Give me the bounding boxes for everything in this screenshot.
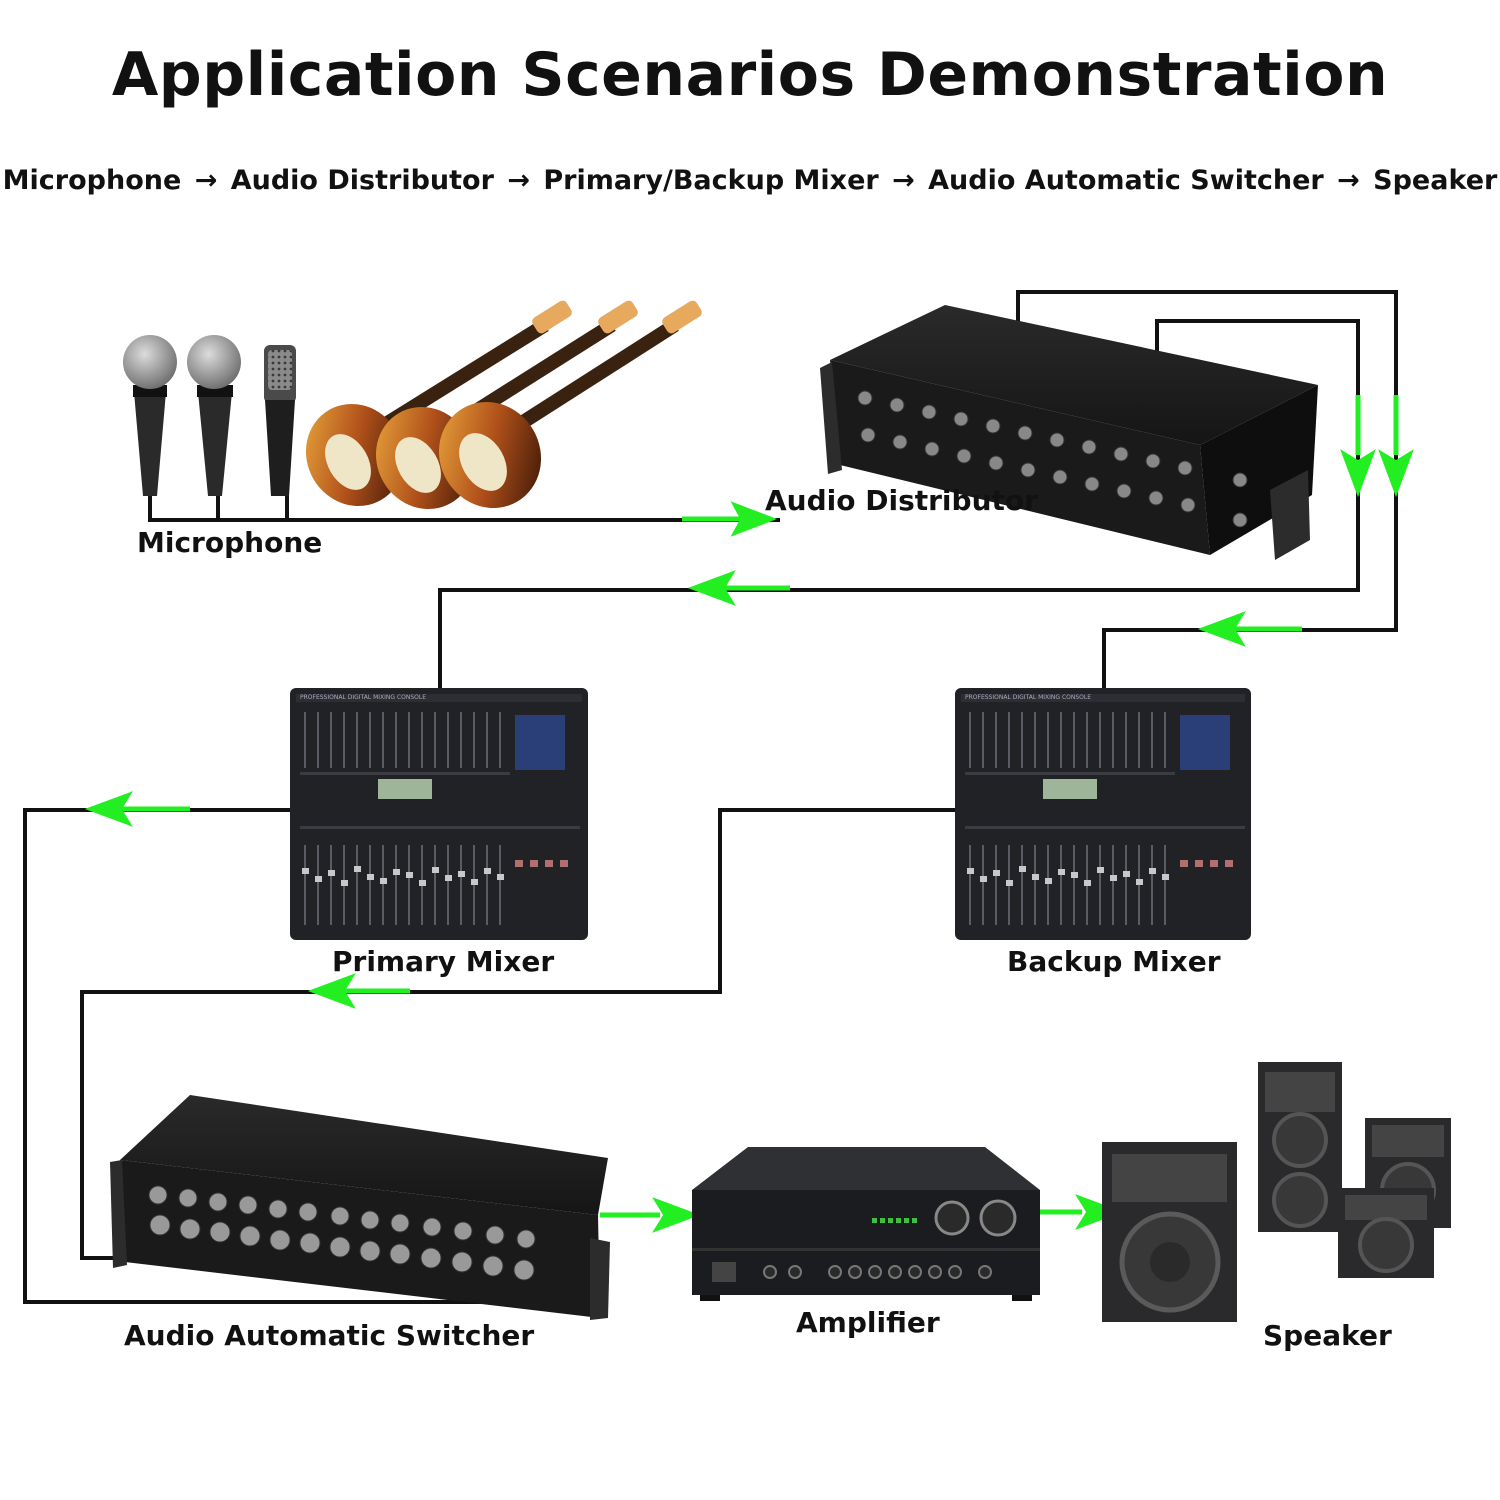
speaker-large bbox=[1102, 1142, 1237, 1322]
flow-step-2: Audio Distributor bbox=[230, 165, 494, 196]
label-backup-mixer: Backup Mixer bbox=[1007, 945, 1221, 978]
audio-switcher-image bbox=[110, 1095, 610, 1320]
arrow-switcher-to-amp bbox=[600, 1197, 701, 1233]
audio-distributor-image bbox=[820, 305, 1318, 560]
flow-arrow-3: → bbox=[892, 165, 915, 196]
label-audio-distributor: Audio Distributor bbox=[765, 484, 1038, 517]
signal-arrows bbox=[84, 395, 1414, 1233]
amplifier-image bbox=[692, 1147, 1040, 1301]
label-speaker: Speaker bbox=[1263, 1319, 1392, 1352]
microphone-1 bbox=[123, 335, 177, 496]
flow-step-5: Speaker bbox=[1373, 165, 1498, 196]
guitars-image bbox=[305, 300, 702, 510]
arrow-down-out2 bbox=[1340, 395, 1376, 498]
speakers-image bbox=[1102, 1062, 1451, 1322]
microphones-image bbox=[123, 335, 296, 496]
arrow-down-out1 bbox=[1378, 395, 1414, 498]
microphone-2 bbox=[187, 335, 241, 496]
flow-step-3: Primary/Backup Mixer bbox=[543, 165, 879, 196]
arrow-out1-left bbox=[1197, 611, 1302, 647]
arrow-out2-left bbox=[687, 570, 790, 606]
backup-mixer-header: PROFESSIONAL DIGITAL MIXING CONSOLE bbox=[965, 694, 1091, 701]
label-amplifier: Amplifier bbox=[796, 1306, 940, 1339]
signal-flow-caption: Microphone → Audio Distributor → Primary… bbox=[0, 165, 1500, 196]
page-title: Application Scenarios Demonstration bbox=[111, 40, 1389, 110]
primary-mixer-image: PROFESSIONAL DIGITAL MIXING CONSOLE bbox=[290, 688, 588, 940]
flow-arrow-2: → bbox=[507, 165, 530, 196]
backup-mixer-image: PROFESSIONAL DIGITAL MIXING CONSOLE bbox=[955, 688, 1251, 940]
label-microphone: Microphone bbox=[137, 526, 323, 559]
arrow-backup-out bbox=[307, 973, 410, 1009]
arrow-primary-out bbox=[84, 791, 190, 827]
primary-mixer-header: PROFESSIONAL DIGITAL MIXING CONSOLE bbox=[300, 694, 426, 701]
arrow-to-distributor bbox=[682, 501, 778, 537]
flow-arrow-4: → bbox=[1337, 165, 1360, 196]
wire-mic-to-distributor bbox=[148, 495, 780, 522]
speaker-small-front bbox=[1338, 1188, 1434, 1278]
microphone-3 bbox=[264, 345, 296, 496]
label-audio-automatic-switcher: Audio Automatic Switcher bbox=[124, 1319, 535, 1352]
speaker-tall bbox=[1258, 1062, 1342, 1232]
flow-step-1: Microphone bbox=[2, 165, 182, 196]
label-primary-mixer: Primary Mixer bbox=[332, 945, 555, 978]
guitar-3 bbox=[438, 300, 702, 509]
wire-distributor-out2 bbox=[438, 319, 1360, 690]
flow-arrow-1: → bbox=[194, 165, 218, 196]
flow-step-4: Audio Automatic Switcher bbox=[928, 165, 1324, 196]
